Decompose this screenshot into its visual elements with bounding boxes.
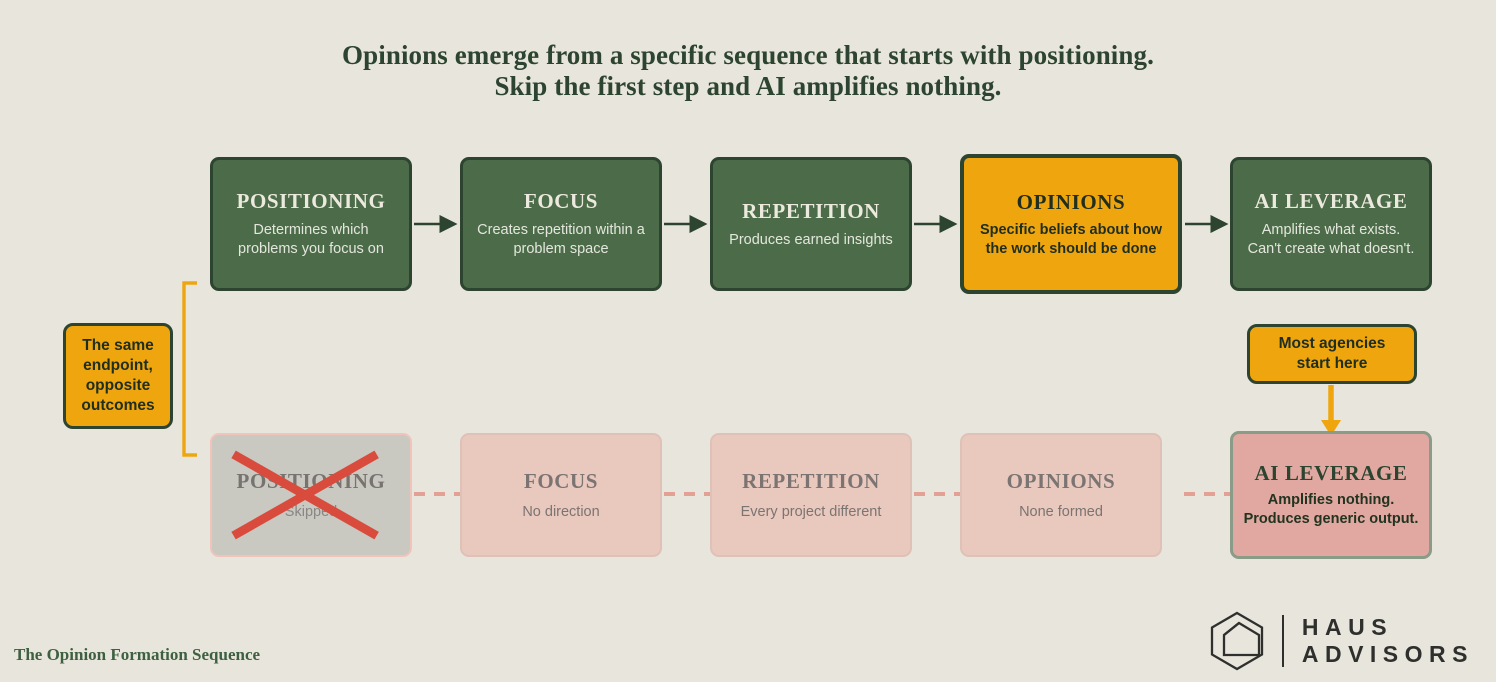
brand-logo: HAUS ADVISORS bbox=[1206, 608, 1474, 674]
node-description: No direction bbox=[522, 503, 600, 520]
logo-divider bbox=[1281, 615, 1284, 667]
top-node-ai-leverage[interactable]: AI LEVERAGE Amplifies what exists. Can't… bbox=[1230, 157, 1432, 291]
page-title: Opinions emerge from a specific sequence… bbox=[0, 40, 1496, 102]
node-title: AI LEVERAGE bbox=[1254, 461, 1408, 485]
node-title: AI LEVERAGE bbox=[1254, 189, 1408, 213]
node-description: Determines which problems you focus on bbox=[238, 222, 384, 257]
skipped-x-icon bbox=[231, 450, 379, 540]
bottom-node-opinions[interactable]: OPINIONS None formed bbox=[960, 433, 1162, 557]
logo-line-1: HAUS bbox=[1301, 614, 1394, 640]
top-node-repetition[interactable]: REPETITION Produces earned insights bbox=[710, 157, 912, 291]
most-agencies-arrow bbox=[1321, 385, 1341, 436]
node-title: POSITIONING bbox=[236, 468, 386, 493]
node-title: POSITIONING bbox=[236, 189, 386, 213]
callout-label: The same endpoint, opposite outcomes bbox=[81, 337, 155, 414]
hexagon-logo-icon bbox=[1210, 611, 1264, 671]
node-description: Every project different bbox=[740, 503, 882, 520]
page-title-line-2: Skip the first step and AI amplifies not… bbox=[494, 71, 1002, 101]
node-description: Creates repetition within a problem spac… bbox=[477, 222, 645, 257]
top-node-opinions[interactable]: OPINIONS Specific beliefs about how the … bbox=[960, 154, 1182, 294]
top-node-positioning[interactable]: POSITIONING Determines which problems yo… bbox=[210, 157, 412, 291]
logo-line-2: ADVISORS bbox=[1301, 641, 1474, 667]
node-description: Skipped bbox=[284, 503, 338, 520]
node-title: OPINIONS bbox=[1016, 189, 1126, 214]
bottom-node-positioning-skipped[interactable]: POSITIONING Skipped bbox=[210, 433, 412, 557]
footer-caption: The Opinion Formation Sequence bbox=[14, 645, 261, 664]
node-description: None formed bbox=[1019, 503, 1103, 520]
callout-same-endpoint[interactable]: The same endpoint, opposite outcomes bbox=[63, 323, 173, 429]
bottom-node-ai-leverage[interactable]: AI LEVERAGE Amplifies nothing. Produces … bbox=[1230, 431, 1432, 559]
callout-most-agencies-start-here[interactable]: Most agencies start here bbox=[1247, 324, 1417, 384]
node-description: Amplifies nothing. Produces generic outp… bbox=[1243, 492, 1419, 527]
top-node-focus[interactable]: FOCUS Creates repetition within a proble… bbox=[460, 157, 662, 291]
node-description: Produces earned insights bbox=[729, 231, 893, 248]
node-title: REPETITION bbox=[742, 198, 880, 223]
comparison-bracket bbox=[182, 281, 197, 457]
node-title: OPINIONS bbox=[1006, 468, 1116, 493]
node-title: REPETITION bbox=[742, 468, 880, 493]
callout-label: Most agencies start here bbox=[1278, 335, 1386, 372]
node-title: FOCUS bbox=[523, 189, 599, 213]
bottom-node-repetition[interactable]: REPETITION Every project different bbox=[710, 433, 912, 557]
node-description: Specific beliefs about how the work shou… bbox=[979, 221, 1163, 257]
node-description: Amplifies what exists. Can't create what… bbox=[1247, 222, 1415, 257]
node-title: FOCUS bbox=[523, 468, 599, 493]
logo-wordmark: HAUS ADVISORS bbox=[1302, 614, 1474, 668]
bottom-node-focus[interactable]: FOCUS No direction bbox=[460, 433, 662, 557]
page-title-line-1: Opinions emerge from a specific sequence… bbox=[342, 40, 1154, 70]
